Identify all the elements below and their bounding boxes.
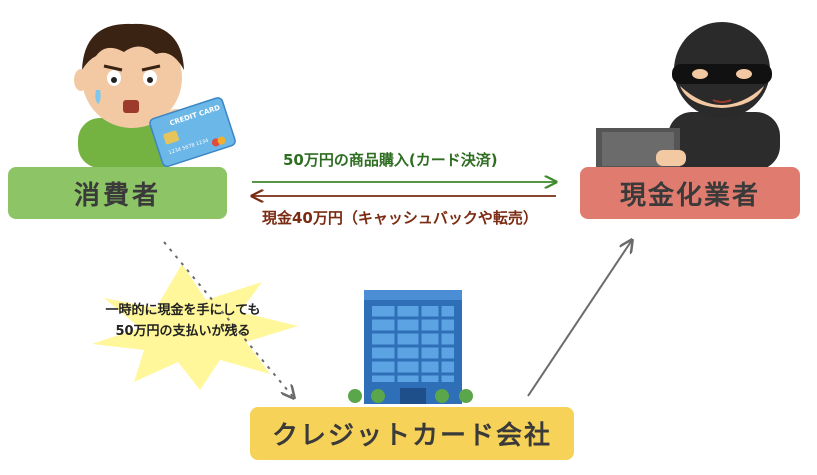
warning-text: 一時的に現金を手にしても 50万円の支払いが残る <box>78 300 288 342</box>
cash-back-label: 現金40万円（キャッシュバックや転売） <box>262 209 538 227</box>
consumer-illustration <box>74 23 187 168</box>
card-to-dealer-arrow <box>527 240 632 397</box>
card-company-box: クレジットカード会社 <box>250 407 574 460</box>
payment-dotted-arrow <box>163 241 294 398</box>
building-illustration <box>348 290 473 404</box>
warning-line-1: 一時的に現金を手にしても <box>105 303 261 318</box>
credit-card-image: CREDIT CARD 1234 5678 1234 <box>149 97 236 168</box>
purchase-label: 50万円の商品購入(カード決済) <box>283 151 498 169</box>
warning-burst <box>92 264 298 390</box>
warning-line-2: 50万円の支払いが残る <box>115 324 251 339</box>
dealer-box: 現金化業者 <box>580 167 800 219</box>
consumer-box: 消費者 <box>8 167 227 219</box>
dealer-illustration <box>596 22 780 170</box>
